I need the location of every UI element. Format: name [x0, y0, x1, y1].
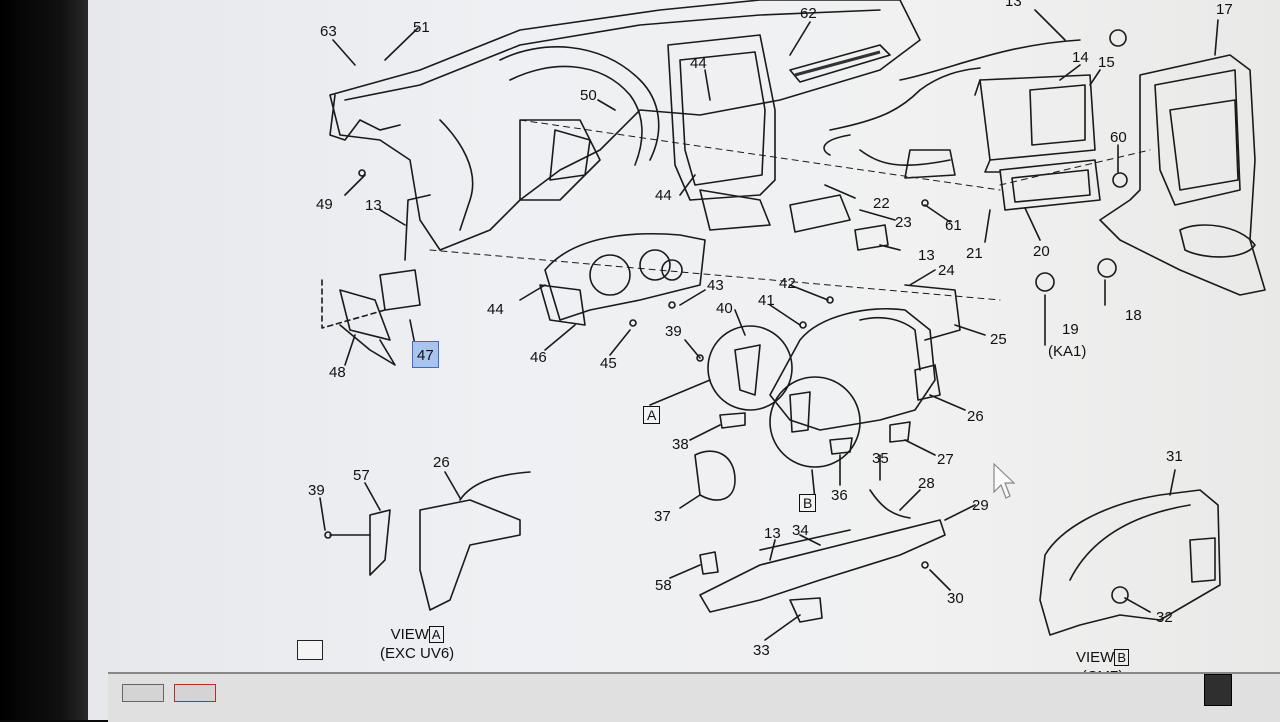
part-label-31: 31 — [1166, 448, 1183, 465]
part-label-63: 63 — [320, 23, 337, 40]
part-label-49: 49 — [316, 196, 333, 213]
monitor-bezel — [0, 0, 88, 720]
part-label-29: 29 — [972, 497, 989, 514]
view-a-part — [419, 499, 521, 611]
part-label-39: 39 — [665, 323, 682, 340]
instrument-cluster — [544, 232, 706, 321]
part-label-50: 50 — [580, 87, 597, 104]
part-label-48: 48 — [329, 364, 346, 381]
part-label-44-top: 44 — [690, 55, 707, 72]
part-label-41: 41 — [758, 292, 775, 309]
radio-unit — [979, 74, 1096, 161]
part-label-13-top: 13 — [1005, 0, 1022, 10]
part-label-35: 35 — [872, 450, 889, 467]
part-label-61: 61 — [945, 217, 962, 234]
part-label-22: 22 — [873, 195, 890, 212]
application-bottom-strip — [108, 672, 1280, 722]
knee-bolster — [699, 519, 946, 613]
part-label-39-view-a: 39 — [308, 482, 325, 499]
view-b-box: B — [1114, 649, 1130, 666]
center-bezel-frame — [667, 34, 776, 201]
part-label-38: 38 — [672, 436, 689, 453]
part-label-19: 19 — [1062, 321, 1079, 338]
part-label-36: 36 — [831, 487, 848, 504]
view-a-note: (EXC UV6) — [380, 644, 455, 662]
part-label-28: 28 — [918, 475, 935, 492]
strip-button-2[interactable] — [174, 684, 216, 702]
part-label-60: 60 — [1110, 129, 1127, 146]
gm-logo-icon — [1204, 674, 1232, 706]
part-label-24: 24 — [938, 262, 955, 279]
part-label-46: 46 — [530, 349, 547, 366]
callout-b: B — [799, 494, 817, 512]
view-a-prefix: VIEW — [390, 626, 429, 643]
part-label-19-note: (KA1) — [1048, 343, 1087, 360]
part-label-57: 57 — [353, 467, 370, 484]
part-label-26: 26 — [967, 408, 984, 425]
part-label-14: 14 — [1072, 49, 1089, 66]
instrument-panel-outline — [329, 0, 921, 251]
part-label-47-highlighted[interactable]: 47 — [412, 341, 439, 368]
strip-button-1[interactable] — [122, 684, 164, 702]
console-bezel — [1099, 54, 1266, 296]
view-a-icon[interactable] — [297, 640, 323, 660]
part-label-32: 32 — [1156, 609, 1173, 626]
part-label-26-view-a: 26 — [433, 454, 450, 471]
part-label-17: 17 — [1216, 1, 1233, 18]
part-label-30: 30 — [947, 590, 964, 607]
view-b-prefix: VIEW — [1076, 649, 1115, 666]
part-label-13-right: 13 — [918, 247, 935, 264]
mouse-pointer-icon — [993, 462, 1016, 499]
view-b-part — [1039, 489, 1221, 636]
part-label-13-left: 13 — [365, 197, 382, 214]
steering-column-trim — [769, 307, 936, 431]
callout-a: A — [643, 406, 661, 424]
part-label-27: 27 — [937, 451, 954, 468]
part-label-15: 15 — [1098, 54, 1115, 71]
part-label-33: 33 — [753, 642, 770, 659]
part-label-45: 45 — [600, 355, 617, 372]
view-a-box: A — [428, 626, 444, 643]
part-label-23: 23 — [895, 214, 912, 231]
part-label-51: 51 — [413, 19, 430, 36]
part-label-44-lower: 44 — [487, 301, 504, 318]
part-label-20: 20 — [1033, 243, 1050, 260]
part-label-42: 42 — [779, 275, 796, 292]
part-label-34: 34 — [792, 522, 809, 539]
part-label-40: 40 — [716, 300, 733, 317]
part-label-37: 37 — [654, 508, 671, 525]
part-label-44-mid: 44 — [655, 187, 672, 204]
corvette-script — [794, 50, 881, 77]
part-label-62: 62 — [800, 5, 817, 22]
part-label-58: 58 — [655, 577, 672, 594]
part-label-13-bolster: 13 — [764, 525, 781, 542]
part-label-43: 43 — [707, 277, 724, 294]
part-label-21: 21 — [966, 245, 983, 262]
part-label-18: 18 — [1125, 307, 1142, 324]
part-label-25: 25 — [990, 331, 1007, 348]
